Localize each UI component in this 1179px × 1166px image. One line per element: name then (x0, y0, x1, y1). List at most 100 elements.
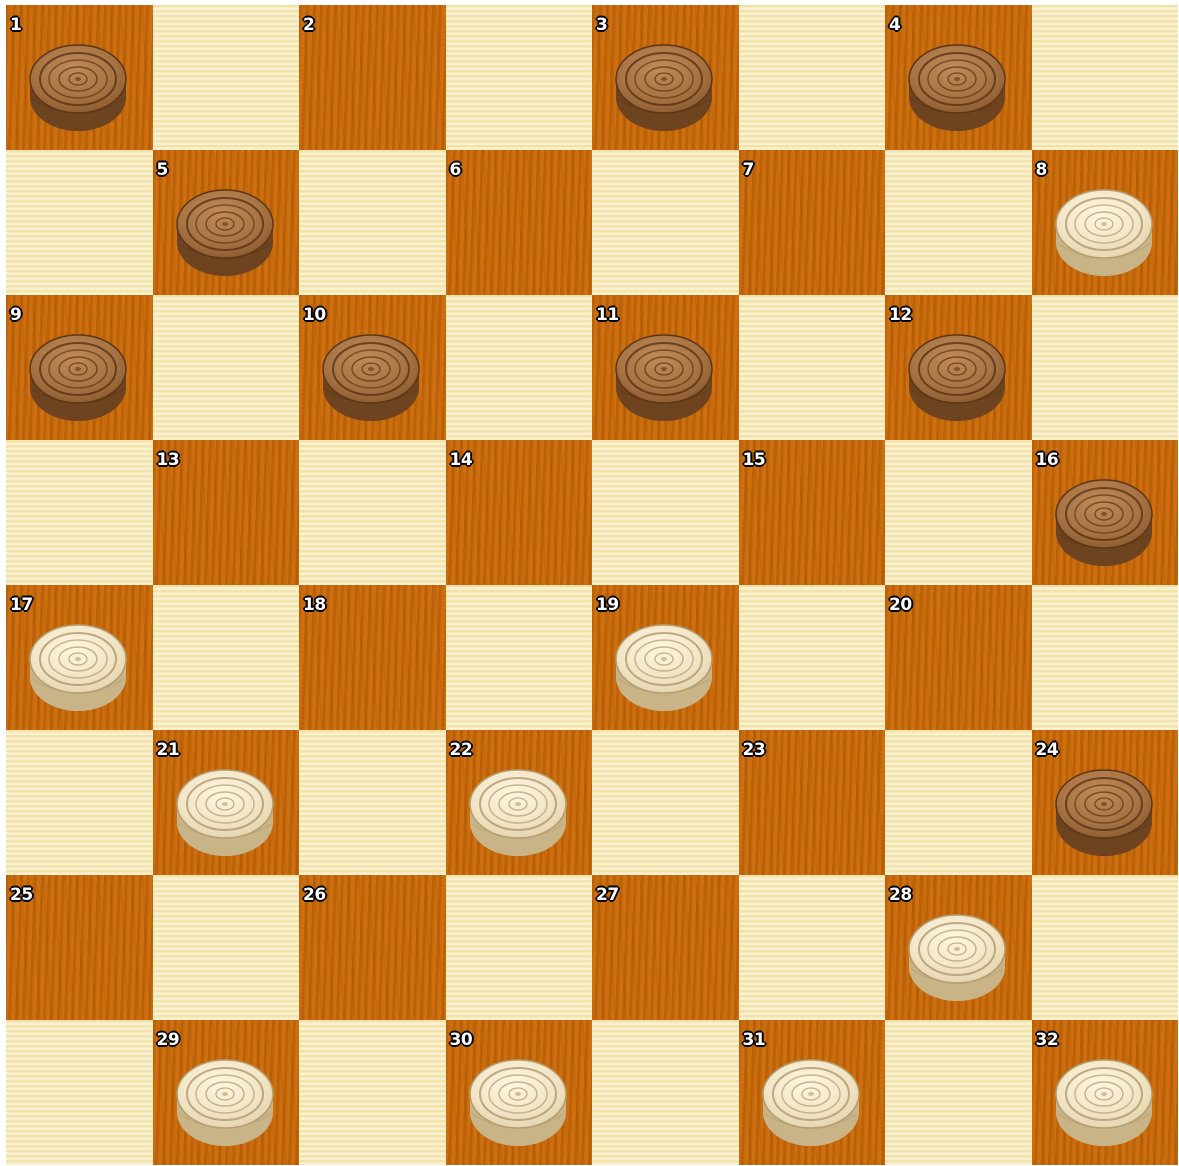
square-number-label: 14 (450, 452, 473, 469)
board-square-20[interactable]: 20 (885, 585, 1032, 730)
board-square-29[interactable]: 29 (153, 1020, 300, 1165)
board-square-27[interactable]: 27 (592, 875, 739, 1020)
board-square-24[interactable]: 24 (1032, 730, 1179, 875)
light-checker-piece[interactable] (1052, 186, 1156, 278)
board-square-light (446, 875, 593, 1020)
board-square-light (299, 1020, 446, 1165)
board-square-light (153, 875, 300, 1020)
square-number-label: 31 (743, 1032, 766, 1049)
board-square-light (299, 440, 446, 585)
board-square-26[interactable]: 26 (299, 875, 446, 1020)
square-number-label: 2 (303, 17, 314, 34)
board-square-6[interactable]: 6 (446, 150, 593, 295)
light-checker-piece[interactable] (173, 766, 277, 858)
board-square-7[interactable]: 7 (739, 150, 886, 295)
board-square-light (1032, 875, 1179, 1020)
board-square-light (885, 1020, 1032, 1165)
board-square-3[interactable]: 3 (592, 5, 739, 150)
dark-checker-piece[interactable] (905, 41, 1009, 133)
board-square-30[interactable]: 30 (446, 1020, 593, 1165)
light-checker-piece[interactable] (1052, 1056, 1156, 1148)
board-square-light (153, 585, 300, 730)
dark-checker-piece[interactable] (1052, 766, 1156, 858)
square-number-label: 6 (450, 162, 461, 179)
dark-checker-piece[interactable] (26, 41, 130, 133)
board-square-18[interactable]: 18 (299, 585, 446, 730)
square-number-label: 1 (10, 17, 21, 34)
board-square-19[interactable]: 19 (592, 585, 739, 730)
light-checker-piece[interactable] (466, 1056, 570, 1148)
square-number-label: 7 (743, 162, 754, 179)
square-number-label: 10 (303, 307, 326, 324)
board-square-5[interactable]: 5 (153, 150, 300, 295)
board-square-light (446, 295, 593, 440)
board-square-11[interactable]: 11 (592, 295, 739, 440)
square-number-label: 27 (596, 887, 619, 904)
light-checker-piece[interactable] (905, 911, 1009, 1003)
board-square-15[interactable]: 15 (739, 440, 886, 585)
light-checker-piece[interactable] (173, 1056, 277, 1148)
square-number-label: 16 (1036, 452, 1059, 469)
board-square-light (299, 730, 446, 875)
square-number-label: 29 (157, 1032, 180, 1049)
square-number-label: 30 (450, 1032, 473, 1049)
square-number-label: 20 (889, 597, 912, 614)
board-square-25[interactable]: 25 (6, 875, 153, 1020)
dark-checker-piece[interactable] (26, 331, 130, 423)
board-square-10[interactable]: 10 (299, 295, 446, 440)
board-square-light (885, 150, 1032, 295)
light-checker-piece[interactable] (612, 621, 716, 713)
board-square-light (153, 5, 300, 150)
board-square-light (592, 730, 739, 875)
square-number-label: 12 (889, 307, 912, 324)
square-number-label: 15 (743, 452, 766, 469)
board-square-23[interactable]: 23 (739, 730, 886, 875)
board-square-9[interactable]: 9 (6, 295, 153, 440)
board-square-2[interactable]: 2 (299, 5, 446, 150)
dark-checker-piece[interactable] (612, 41, 716, 133)
square-number-label: 19 (596, 597, 619, 614)
square-number-label: 21 (157, 742, 180, 759)
board-square-21[interactable]: 21 (153, 730, 300, 875)
board-square-32[interactable]: 32 (1032, 1020, 1179, 1165)
light-checker-piece[interactable] (759, 1056, 863, 1148)
board-square-17[interactable]: 17 (6, 585, 153, 730)
board-square-13[interactable]: 13 (153, 440, 300, 585)
light-checker-piece[interactable] (26, 621, 130, 713)
square-number-label: 8 (1036, 162, 1047, 179)
board-square-31[interactable]: 31 (739, 1020, 886, 1165)
dark-checker-piece[interactable] (173, 186, 277, 278)
dark-checker-piece[interactable] (1052, 476, 1156, 568)
board-square-8[interactable]: 8 (1032, 150, 1179, 295)
square-number-label: 24 (1036, 742, 1059, 759)
board-square-light (446, 585, 593, 730)
board-square-light (1032, 585, 1179, 730)
dark-checker-piece[interactable] (905, 331, 1009, 423)
square-number-label: 18 (303, 597, 326, 614)
dark-checker-piece[interactable] (319, 331, 423, 423)
square-number-label: 22 (450, 742, 473, 759)
square-number-label: 3 (596, 17, 607, 34)
board-square-1[interactable]: 1 (6, 5, 153, 150)
board-square-12[interactable]: 12 (885, 295, 1032, 440)
light-checker-piece[interactable] (466, 766, 570, 858)
board-square-light (592, 440, 739, 585)
board-square-light (1032, 295, 1179, 440)
square-number-label: 26 (303, 887, 326, 904)
board-square-light (153, 295, 300, 440)
square-number-label: 5 (157, 162, 168, 179)
board-square-light (885, 440, 1032, 585)
square-number-label: 23 (743, 742, 766, 759)
board-square-light (739, 5, 886, 150)
board-square-28[interactable]: 28 (885, 875, 1032, 1020)
board-square-light (885, 730, 1032, 875)
dark-checker-piece[interactable] (612, 331, 716, 423)
board-square-4[interactable]: 4 (885, 5, 1032, 150)
square-number-label: 28 (889, 887, 912, 904)
board-square-16[interactable]: 16 (1032, 440, 1179, 585)
square-number-label: 32 (1036, 1032, 1059, 1049)
board-square-light (739, 295, 886, 440)
board-square-14[interactable]: 14 (446, 440, 593, 585)
board-square-22[interactable]: 22 (446, 730, 593, 875)
